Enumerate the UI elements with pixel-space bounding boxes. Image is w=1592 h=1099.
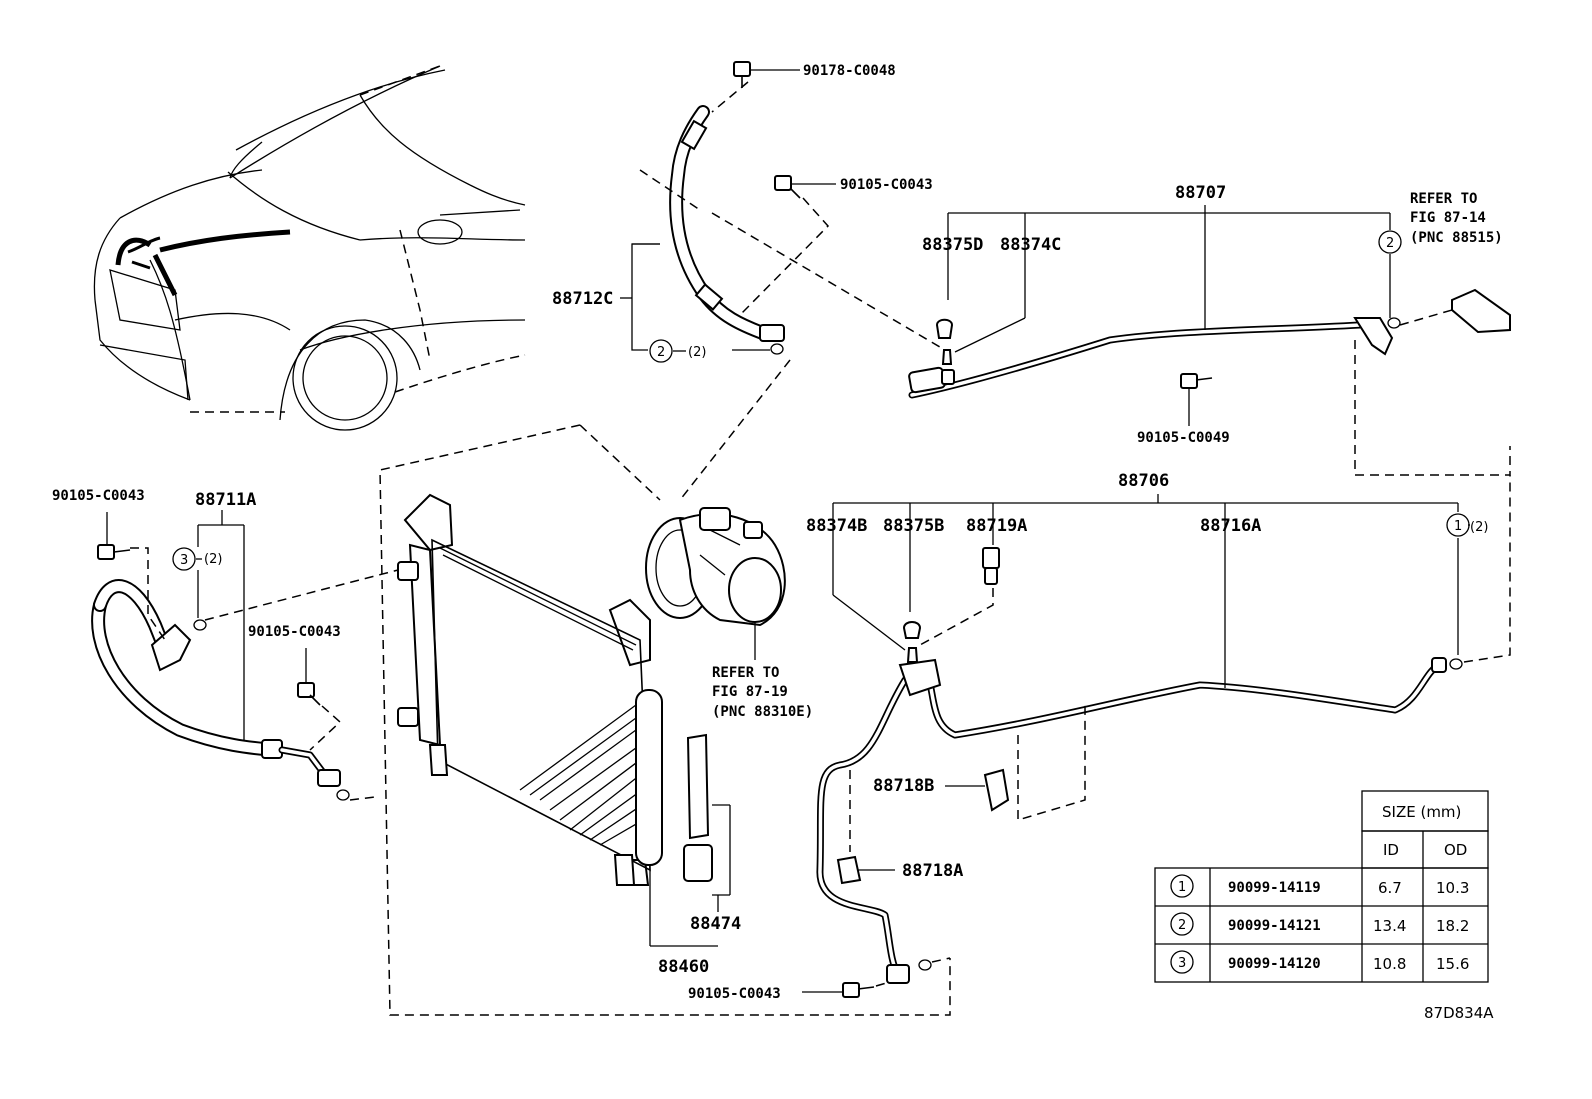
label-88707: 88707	[1175, 183, 1226, 203]
size-row-1-num: 1	[1178, 880, 1186, 895]
size-row-3-num: 3	[1178, 956, 1186, 971]
size-row-1-id: 6.7	[1378, 879, 1402, 897]
size-table: SIZE (mm) ID OD 1 90099-14119 6.7 10.3 2…	[1154, 790, 1489, 983]
label-88719A: 88719A	[966, 516, 1027, 536]
diagram-id: 87D834A	[1424, 1004, 1494, 1022]
label-90105-C0043-mid: 90105-C0043	[248, 624, 341, 640]
label-88460: 88460	[658, 957, 709, 977]
condenser	[379, 424, 951, 1016]
label-88716A: 88716A	[1200, 516, 1261, 536]
callout-circle-2-top: 2	[1386, 236, 1394, 251]
label-90105-C0043-top: 90105-C0043	[840, 177, 933, 193]
label-refer-top-3: (PNC 88515)	[1410, 230, 1503, 246]
label-88706: 88706	[1118, 471, 1169, 491]
circle-callouts: 2 2 3 1	[172, 230, 1470, 571]
label-88712C: 88712C	[552, 289, 613, 309]
label-90105-C0043-bottom: 90105-C0043	[688, 986, 781, 1002]
label-88711A: 88711A	[195, 490, 256, 510]
label-88375D: 88375D	[922, 235, 983, 255]
size-row-2-id: 13.4	[1373, 917, 1406, 935]
label-refer-mid-3: (PNC 88310E)	[712, 704, 813, 720]
pipe-88706	[802, 475, 1511, 998]
size-table-col-od: OD	[1444, 841, 1467, 859]
label-circle2-qty-left: (2)	[688, 345, 706, 360]
hose-88712C	[620, 61, 946, 501]
label-90178-C0048: 90178-C0048	[803, 63, 896, 79]
size-row-3-part: 90099-14120	[1228, 956, 1321, 972]
size-row-1-od: 10.3	[1436, 879, 1469, 897]
label-refer-top-2: FIG 87-14	[1410, 210, 1486, 226]
size-table-col-id: ID	[1383, 841, 1399, 859]
label-88375B: 88375B	[883, 516, 944, 536]
part-labels: 90178-C0048 90105-C0043 88707 88375D 883…	[52, 63, 1503, 1022]
label-refer-mid-2: FIG 87-19	[712, 684, 788, 700]
label-88374B: 88374B	[806, 516, 867, 536]
size-row-3-od: 15.6	[1436, 955, 1469, 973]
label-88718A: 88718A	[902, 861, 963, 881]
size-row-2-od: 18.2	[1436, 917, 1469, 935]
label-circle1-qty: (2)	[1470, 520, 1488, 535]
label-refer-top-1: REFER TO	[1410, 191, 1477, 207]
label-90105-C0043-left: 90105-C0043	[52, 488, 145, 504]
label-refer-mid-1: REFER TO	[712, 665, 779, 681]
label-circle3-qty: (2)	[204, 552, 222, 567]
vehicle-illustration	[93, 65, 526, 431]
compressor	[645, 507, 786, 660]
label-88474: 88474	[690, 914, 741, 934]
pipe-88707	[908, 205, 1511, 476]
label-88374C: 88374C	[1000, 235, 1061, 255]
size-table-header: SIZE (mm)	[1382, 803, 1461, 821]
size-row-3-id: 10.8	[1373, 955, 1406, 973]
size-row-2-num: 2	[1178, 918, 1186, 933]
size-row-2-part: 90099-14121	[1228, 918, 1321, 934]
label-90105-C0049: 90105-C0049	[1137, 430, 1230, 446]
callout-circle-3: 3	[180, 553, 188, 568]
label-88718B: 88718B	[873, 776, 934, 796]
hose-88711A	[91, 510, 399, 801]
callout-circle-2-left: 2	[657, 345, 665, 360]
size-row-1-part: 90099-14119	[1228, 880, 1321, 896]
callout-circle-1: 1	[1454, 519, 1462, 534]
